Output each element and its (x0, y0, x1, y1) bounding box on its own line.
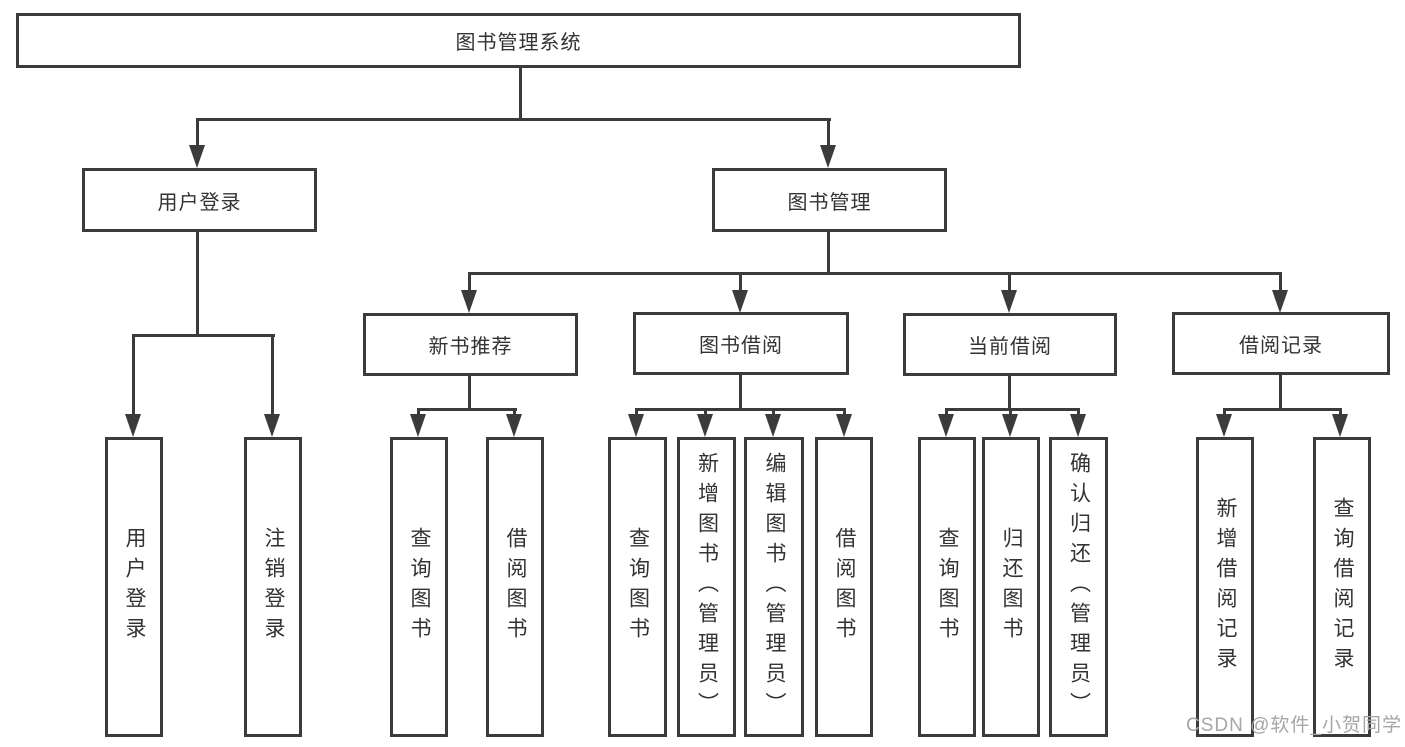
arrowhead-g5-leaf1 (1216, 414, 1232, 437)
csdn-watermark: CSDN @软件_小贺同学 (1186, 715, 1402, 736)
connector-new-books-arrow-stem (468, 272, 471, 291)
connector-book-borrow-arrow-stem (739, 272, 742, 291)
connector-leaf-user-login-stem (132, 334, 135, 414)
connector-current-borrow-rail (945, 408, 1080, 411)
leaf-query-books-current: 查询图书 (918, 437, 976, 737)
leaf-query-books-borrowing: 查询图书 (608, 437, 667, 737)
connector-new-books-stem (468, 376, 471, 409)
connector-g3-leaf1-stem (635, 408, 638, 416)
connector-user-login-rail (132, 334, 275, 337)
leaf-query-borrow-record: 查询借阅记录 (1313, 437, 1371, 737)
connector-borrow-records-arrow-stem (1279, 272, 1282, 291)
node-book-management-branch: 图书管理 (712, 168, 947, 232)
node-new-book-recommend: 新书推荐 (363, 313, 578, 376)
arrowhead-g4-leaf1 (938, 414, 954, 437)
node-borrowing-records: 借阅记录 (1172, 312, 1390, 375)
connector-g2-leaf1-stem (417, 408, 420, 416)
node-user-login-branch: 用户登录 (82, 168, 317, 232)
connector-user-login-arrow-stem (196, 118, 199, 148)
arrowhead-to-current-borrow (1001, 290, 1017, 313)
connector-g3-leaf3-stem (772, 408, 775, 416)
arrowhead-g3-leaf4 (836, 414, 852, 437)
connector-g5-leaf1-stem (1223, 408, 1226, 416)
connector-book-mgmt-stem (827, 232, 830, 272)
arrowhead-g3-leaf2 (697, 414, 713, 437)
connector-borrow-records-rail (1223, 408, 1342, 411)
node-root-library-management-system: 图书管理系统 (16, 13, 1021, 68)
connector-leaf-logout-stem (271, 334, 274, 414)
connector-g5-leaf2-stem (1339, 408, 1342, 416)
connector-current-borrow-stem (1008, 376, 1011, 409)
connector-book-borrow-rail (635, 408, 846, 411)
connector-user-login-stem (196, 232, 199, 334)
node-current-borrowing: 当前借阅 (903, 313, 1117, 376)
connector-book-mgmt-arrow-stem (827, 118, 830, 148)
arrowhead-to-user-login (189, 145, 205, 168)
connector-g3-leaf4-stem (843, 408, 846, 416)
connector-g4-leaf3-stem (1077, 408, 1080, 416)
arrowhead-g3-leaf3 (765, 414, 781, 437)
arrowhead-to-borrow-records (1272, 290, 1288, 313)
leaf-user-login: 用户登录 (105, 437, 163, 737)
arrowhead-g2-leaf1 (410, 414, 426, 437)
connector-current-borrow-arrow-stem (1008, 272, 1011, 291)
leaf-confirm-return-admin: 确认归还（管理员） (1049, 437, 1108, 737)
arrowhead-g2-leaf2 (506, 414, 522, 437)
leaf-edit-books-admin: 编辑图书（管理员） (744, 437, 804, 737)
connector-root-rail (196, 118, 831, 121)
connector-borrow-records-stem (1279, 375, 1282, 409)
leaf-query-books-recommend: 查询图书 (390, 437, 448, 737)
arrowhead-to-leaf-user-login (125, 414, 141, 437)
connector-root-stem (519, 68, 522, 118)
leaf-add-borrow-record: 新增借阅记录 (1196, 437, 1254, 737)
arrowhead-to-new-books (461, 290, 477, 313)
connector-new-books-rail (417, 408, 517, 411)
connector-g2-leaf2-stem (513, 408, 516, 416)
leaf-return-books: 归还图书 (982, 437, 1040, 737)
arrowhead-g4-leaf3 (1070, 414, 1086, 437)
connector-level3-rail (468, 272, 1282, 275)
arrowhead-to-leaf-logout (264, 414, 280, 437)
arrowhead-g5-leaf2 (1332, 414, 1348, 437)
connector-g3-leaf2-stem (704, 408, 707, 416)
arrowhead-to-book-mgmt (820, 145, 836, 168)
node-book-borrowing: 图书借阅 (633, 312, 849, 375)
leaf-borrow-books-borrowing: 借阅图书 (815, 437, 873, 737)
arrowhead-g4-leaf2 (1002, 414, 1018, 437)
connector-book-borrow-stem (739, 375, 742, 409)
leaf-logout: 注销登录 (244, 437, 302, 737)
connector-g4-leaf1-stem (945, 408, 948, 416)
leaf-add-books-admin: 新增图书（管理员） (677, 437, 736, 737)
connector-g4-leaf2-stem (1009, 408, 1012, 416)
arrowhead-g3-leaf1 (628, 414, 644, 437)
arrowhead-to-book-borrow (732, 290, 748, 313)
leaf-borrow-books-recommend: 借阅图书 (486, 437, 544, 737)
